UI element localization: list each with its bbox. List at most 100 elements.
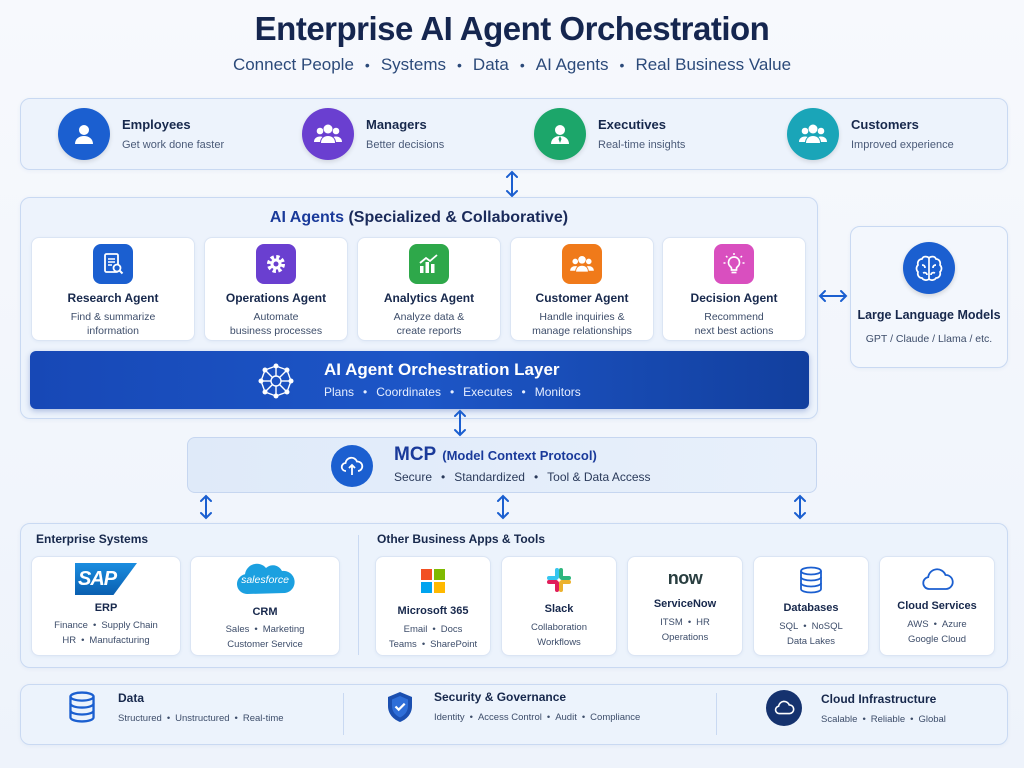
app-name: Cloud Services <box>897 600 977 612</box>
persona-desc: Improved experience <box>851 139 954 151</box>
cloud-services-card[interactable]: Cloud Services AWS•Azure Google Cloud <box>879 556 995 656</box>
orchestration-steps: Plans• Coordinates• Executes• Monitors <box>324 385 581 399</box>
foundation-desc: Structured•Unstructured•Real-time <box>118 712 284 724</box>
page-title: Enterprise AI Agent Orchestration <box>254 10 770 47</box>
app-desc: AWS•Azure Google Cloud <box>907 619 967 645</box>
app-name: Slack <box>544 603 574 615</box>
mcp-feature: Standardized <box>454 470 525 484</box>
app-desc: Email•Docs Teams•SharePoint <box>388 624 478 650</box>
servicenow-card[interactable]: now ServiceNow ITSM•HR Operations <box>627 556 743 656</box>
microsoft-365-card[interactable]: Microsoft 365 Email•Docs Teams•SharePoin… <box>375 556 491 656</box>
subtitle-item: Systems <box>380 55 447 74</box>
foundation-desc: Scalable•Reliable•Global <box>821 713 946 725</box>
agents-title-rest: (Specialized & Collaborative) <box>344 209 569 226</box>
crm-name: CRM <box>252 606 278 618</box>
llm-panel[interactable]: Large Language Models GPT / Claude / Lla… <box>850 226 1008 368</box>
cloud-icon <box>766 690 802 726</box>
salesforce-logo-icon: salesforce <box>233 560 297 598</box>
database-icon <box>69 691 95 723</box>
bidirectional-arrow-icon <box>506 170 518 198</box>
enterprise-systems-title: Enterprise Systems <box>36 532 149 546</box>
person-icon <box>58 108 110 160</box>
separator-dot: • <box>519 57 525 73</box>
mcp-layer[interactable]: MCP (Model Context Protocol) Secure• Sta… <box>187 437 817 493</box>
app-name: ServiceNow <box>653 598 717 610</box>
agent-name: Analytics Agent <box>383 291 475 305</box>
subtitle-item: AI Agents <box>535 55 609 74</box>
orchestration-step: Executes <box>463 385 513 399</box>
separator-dot: • <box>619 57 625 73</box>
shield-icon <box>388 691 412 722</box>
mcp-title-rest: (Model Context Protocol) <box>442 448 597 463</box>
foundation-cloud: Cloud Infrastructure Scalable•Reliable•G… <box>766 690 946 726</box>
database-icon <box>800 566 822 594</box>
mcp-title: MCP <box>394 444 437 465</box>
subtitle-item: Data <box>472 55 509 74</box>
app-desc: Collaboration Workflows <box>531 622 587 648</box>
mcp-features: Secure• Standardized• Tool & Data Access <box>394 470 651 484</box>
agent-card-customer[interactable]: Customer Agent Handle inquiries &manage … <box>510 237 654 341</box>
persona-desc: Get work done faster <box>122 139 225 151</box>
group-icon <box>562 244 602 284</box>
app-desc: ITSM•HR Operations <box>660 617 710 643</box>
erp-card[interactable]: SAP ERP Finance•Supply Chain HR•Manufact… <box>31 556 181 656</box>
mcp-feature: Tool & Data Access <box>547 470 651 484</box>
persona-name: Executives <box>598 117 666 132</box>
foundation-divider <box>343 693 344 735</box>
app-name: Databases <box>783 602 839 614</box>
foundation-desc: Identity•Access Control•Audit•Compliance <box>434 712 641 723</box>
persona-name: Employees <box>122 117 191 132</box>
page-subtitle: Connect People• Systems• Data• AI Agents… <box>0 55 1024 75</box>
brain-icon <box>903 242 955 294</box>
group-icon <box>302 108 354 160</box>
agents-title-accent: AI Agents <box>269 209 344 226</box>
persona-employees: Employees Get work done faster <box>58 108 224 160</box>
agent-desc: Analyze data &create reports <box>393 311 465 337</box>
databases-card[interactable]: Databases SQL•NoSQL Data Lakes <box>753 556 869 656</box>
llm-desc: GPT / Claude / Llama / etc. <box>865 333 993 345</box>
agents-section-title: AI Agents (Specialized & Collaborative) <box>0 209 838 227</box>
orchestration-step: Monitors <box>534 385 581 399</box>
systems-divider <box>358 535 359 655</box>
sap-logo-icon: SAP <box>75 563 137 595</box>
mcp-feature: Secure <box>394 470 433 484</box>
orchestration-title: AI Agent Orchestration Layer <box>324 360 560 379</box>
agent-name: Customer Agent <box>535 291 629 305</box>
foundation-divider <box>716 693 717 735</box>
gear-icon <box>256 244 296 284</box>
crm-desc: Sales•Marketing Customer Service <box>225 624 305 650</box>
agent-desc: Handle inquiries &manage relationships <box>532 311 632 337</box>
orchestration-step: Coordinates <box>376 385 441 399</box>
llm-title: Large Language Models <box>857 308 1001 322</box>
servicenow-logo-icon: now <box>667 568 703 588</box>
persona-name: Customers <box>851 117 919 132</box>
persona-executives: Executives Real-time insights <box>534 108 685 160</box>
bar-chart-icon <box>409 244 449 284</box>
bidirectional-arrow-icon <box>200 494 212 520</box>
foundation-security: Security & Governance Identity•Access Co… <box>386 690 640 723</box>
lightbulb-icon <box>714 244 754 284</box>
crm-card[interactable]: salesforce CRM Sales•Marketing Customer … <box>190 556 340 656</box>
erp-name: ERP <box>94 602 118 614</box>
slack-logo-icon <box>547 568 571 592</box>
foundation-name: Cloud Infrastructure <box>821 691 937 706</box>
app-desc: SQL•NoSQL Data Lakes <box>779 621 843 647</box>
subtitle-item: Real Business Value <box>635 55 792 74</box>
foundation-name: Security & Governance <box>434 690 567 704</box>
agent-name: Operations Agent <box>225 291 327 305</box>
agent-card-analytics[interactable]: Analytics Agent Analyze data &create rep… <box>357 237 501 341</box>
orchestration-step: Plans <box>324 385 355 399</box>
separator-dot: • <box>364 57 370 73</box>
slack-card[interactable]: Slack Collaboration Workflows <box>501 556 617 656</box>
orchestration-layer[interactable]: AI Agent Orchestration Layer Plans• Coor… <box>30 351 809 409</box>
persona-managers: Managers Better decisions <box>302 108 444 160</box>
bidirectional-arrow-icon <box>818 290 848 302</box>
foundation-data: Data Structured•Unstructured•Real-time <box>67 690 284 724</box>
cloud-upload-icon <box>331 445 373 487</box>
group-icon <box>787 108 839 160</box>
